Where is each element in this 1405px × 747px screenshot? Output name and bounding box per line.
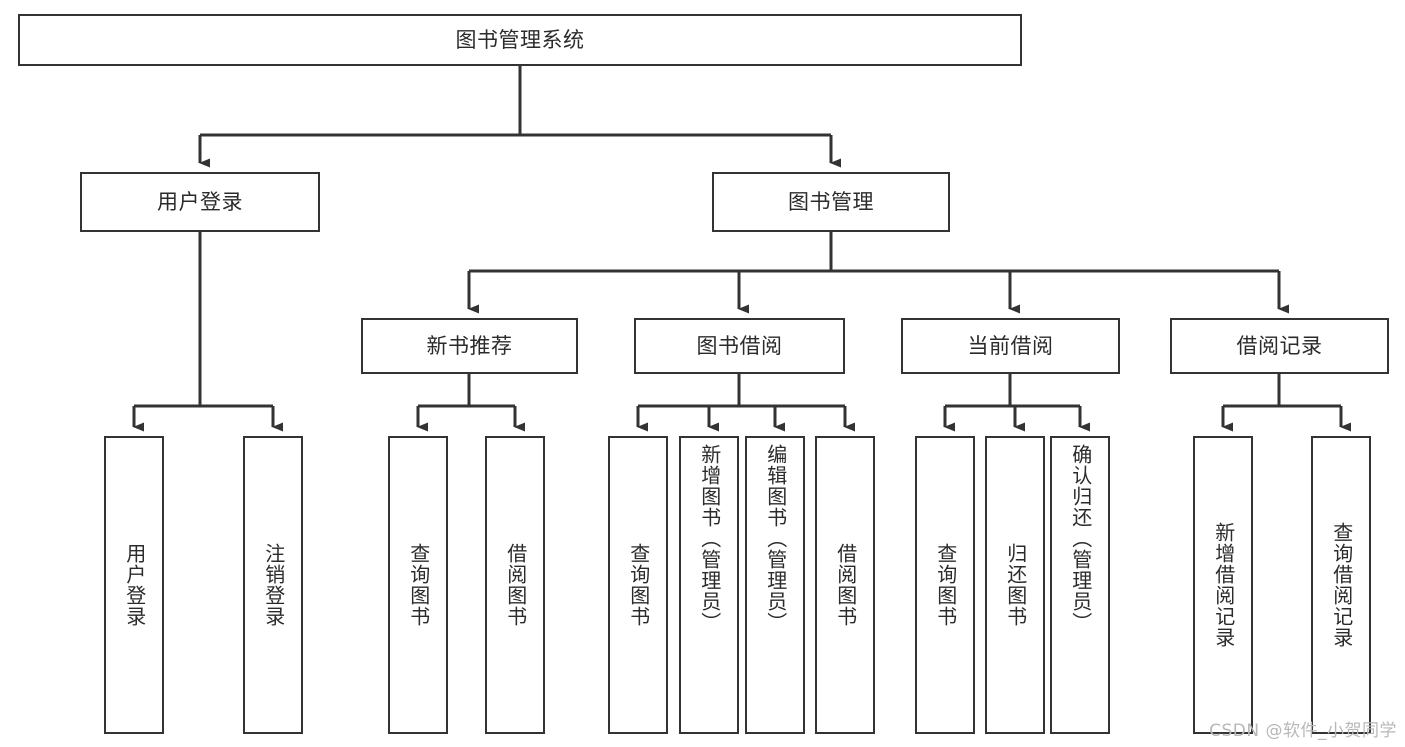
node-leaf-label: 归还图书	[1003, 543, 1028, 627]
node-leaf-label: 用户登录	[122, 543, 147, 627]
node-leaf[interactable]: 确认归还（管理员）	[1050, 436, 1110, 734]
node-level3-book-borrow-label: 图书借阅	[696, 333, 783, 358]
node-level3-current-borrow-label: 当前借阅	[967, 333, 1054, 358]
node-level3-book-borrow[interactable]: 图书借阅	[634, 318, 845, 374]
node-leaf-label: 新增借阅记录	[1211, 522, 1236, 648]
node-level2-book-management[interactable]: 图书管理	[712, 172, 950, 232]
node-leaf[interactable]: 借阅图书	[485, 436, 545, 734]
node-leaf[interactable]: 新增图书（管理员）	[679, 436, 739, 734]
node-level3-new-book-recommend[interactable]: 新书推荐	[361, 318, 578, 374]
node-leaf-label: 编辑图书（管理员）	[763, 444, 788, 633]
node-leaf-label: 借阅图书	[503, 543, 528, 627]
node-leaf-label: 确认归还（管理员）	[1068, 444, 1093, 633]
node-leaf[interactable]: 查询借阅记录	[1311, 436, 1371, 734]
node-leaf[interactable]: 注销登录	[243, 436, 303, 734]
node-leaf[interactable]: 新增借阅记录	[1193, 436, 1253, 734]
node-leaf[interactable]: 借阅图书	[815, 436, 875, 734]
node-level3-borrow-records[interactable]: 借阅记录	[1170, 318, 1389, 374]
node-root[interactable]: 图书管理系统	[18, 14, 1022, 66]
node-leaf-label: 查询图书	[626, 543, 651, 627]
node-level3-current-borrow[interactable]: 当前借阅	[901, 318, 1120, 374]
node-leaf[interactable]: 查询图书	[388, 436, 448, 734]
node-leaf[interactable]: 归还图书	[985, 436, 1045, 734]
node-level2-user-login[interactable]: 用户登录	[80, 172, 320, 232]
node-leaf-label: 查询借阅记录	[1329, 522, 1354, 648]
node-root-label: 图书管理系统	[455, 27, 585, 52]
node-level2-user-login-label: 用户登录	[157, 189, 243, 214]
node-leaf-label: 查询图书	[933, 543, 958, 627]
node-leaf-label: 新增图书（管理员）	[697, 444, 722, 633]
node-level3-borrow-records-label: 借阅记录	[1236, 333, 1323, 358]
node-leaf[interactable]: 用户登录	[104, 436, 164, 734]
node-leaf[interactable]: 查询图书	[915, 436, 975, 734]
node-leaf-label: 借阅图书	[833, 543, 858, 627]
node-leaf[interactable]: 查询图书	[608, 436, 668, 734]
csdn-watermark: CSDN @软件_小贺同学	[1209, 721, 1397, 741]
node-leaf[interactable]: 编辑图书（管理员）	[745, 436, 805, 734]
node-leaf-label: 注销登录	[261, 543, 286, 627]
node-level3-new-book-recommend-label: 新书推荐	[426, 333, 513, 358]
node-level2-book-management-label: 图书管理	[788, 189, 874, 214]
node-leaf-label: 查询图书	[406, 543, 431, 627]
